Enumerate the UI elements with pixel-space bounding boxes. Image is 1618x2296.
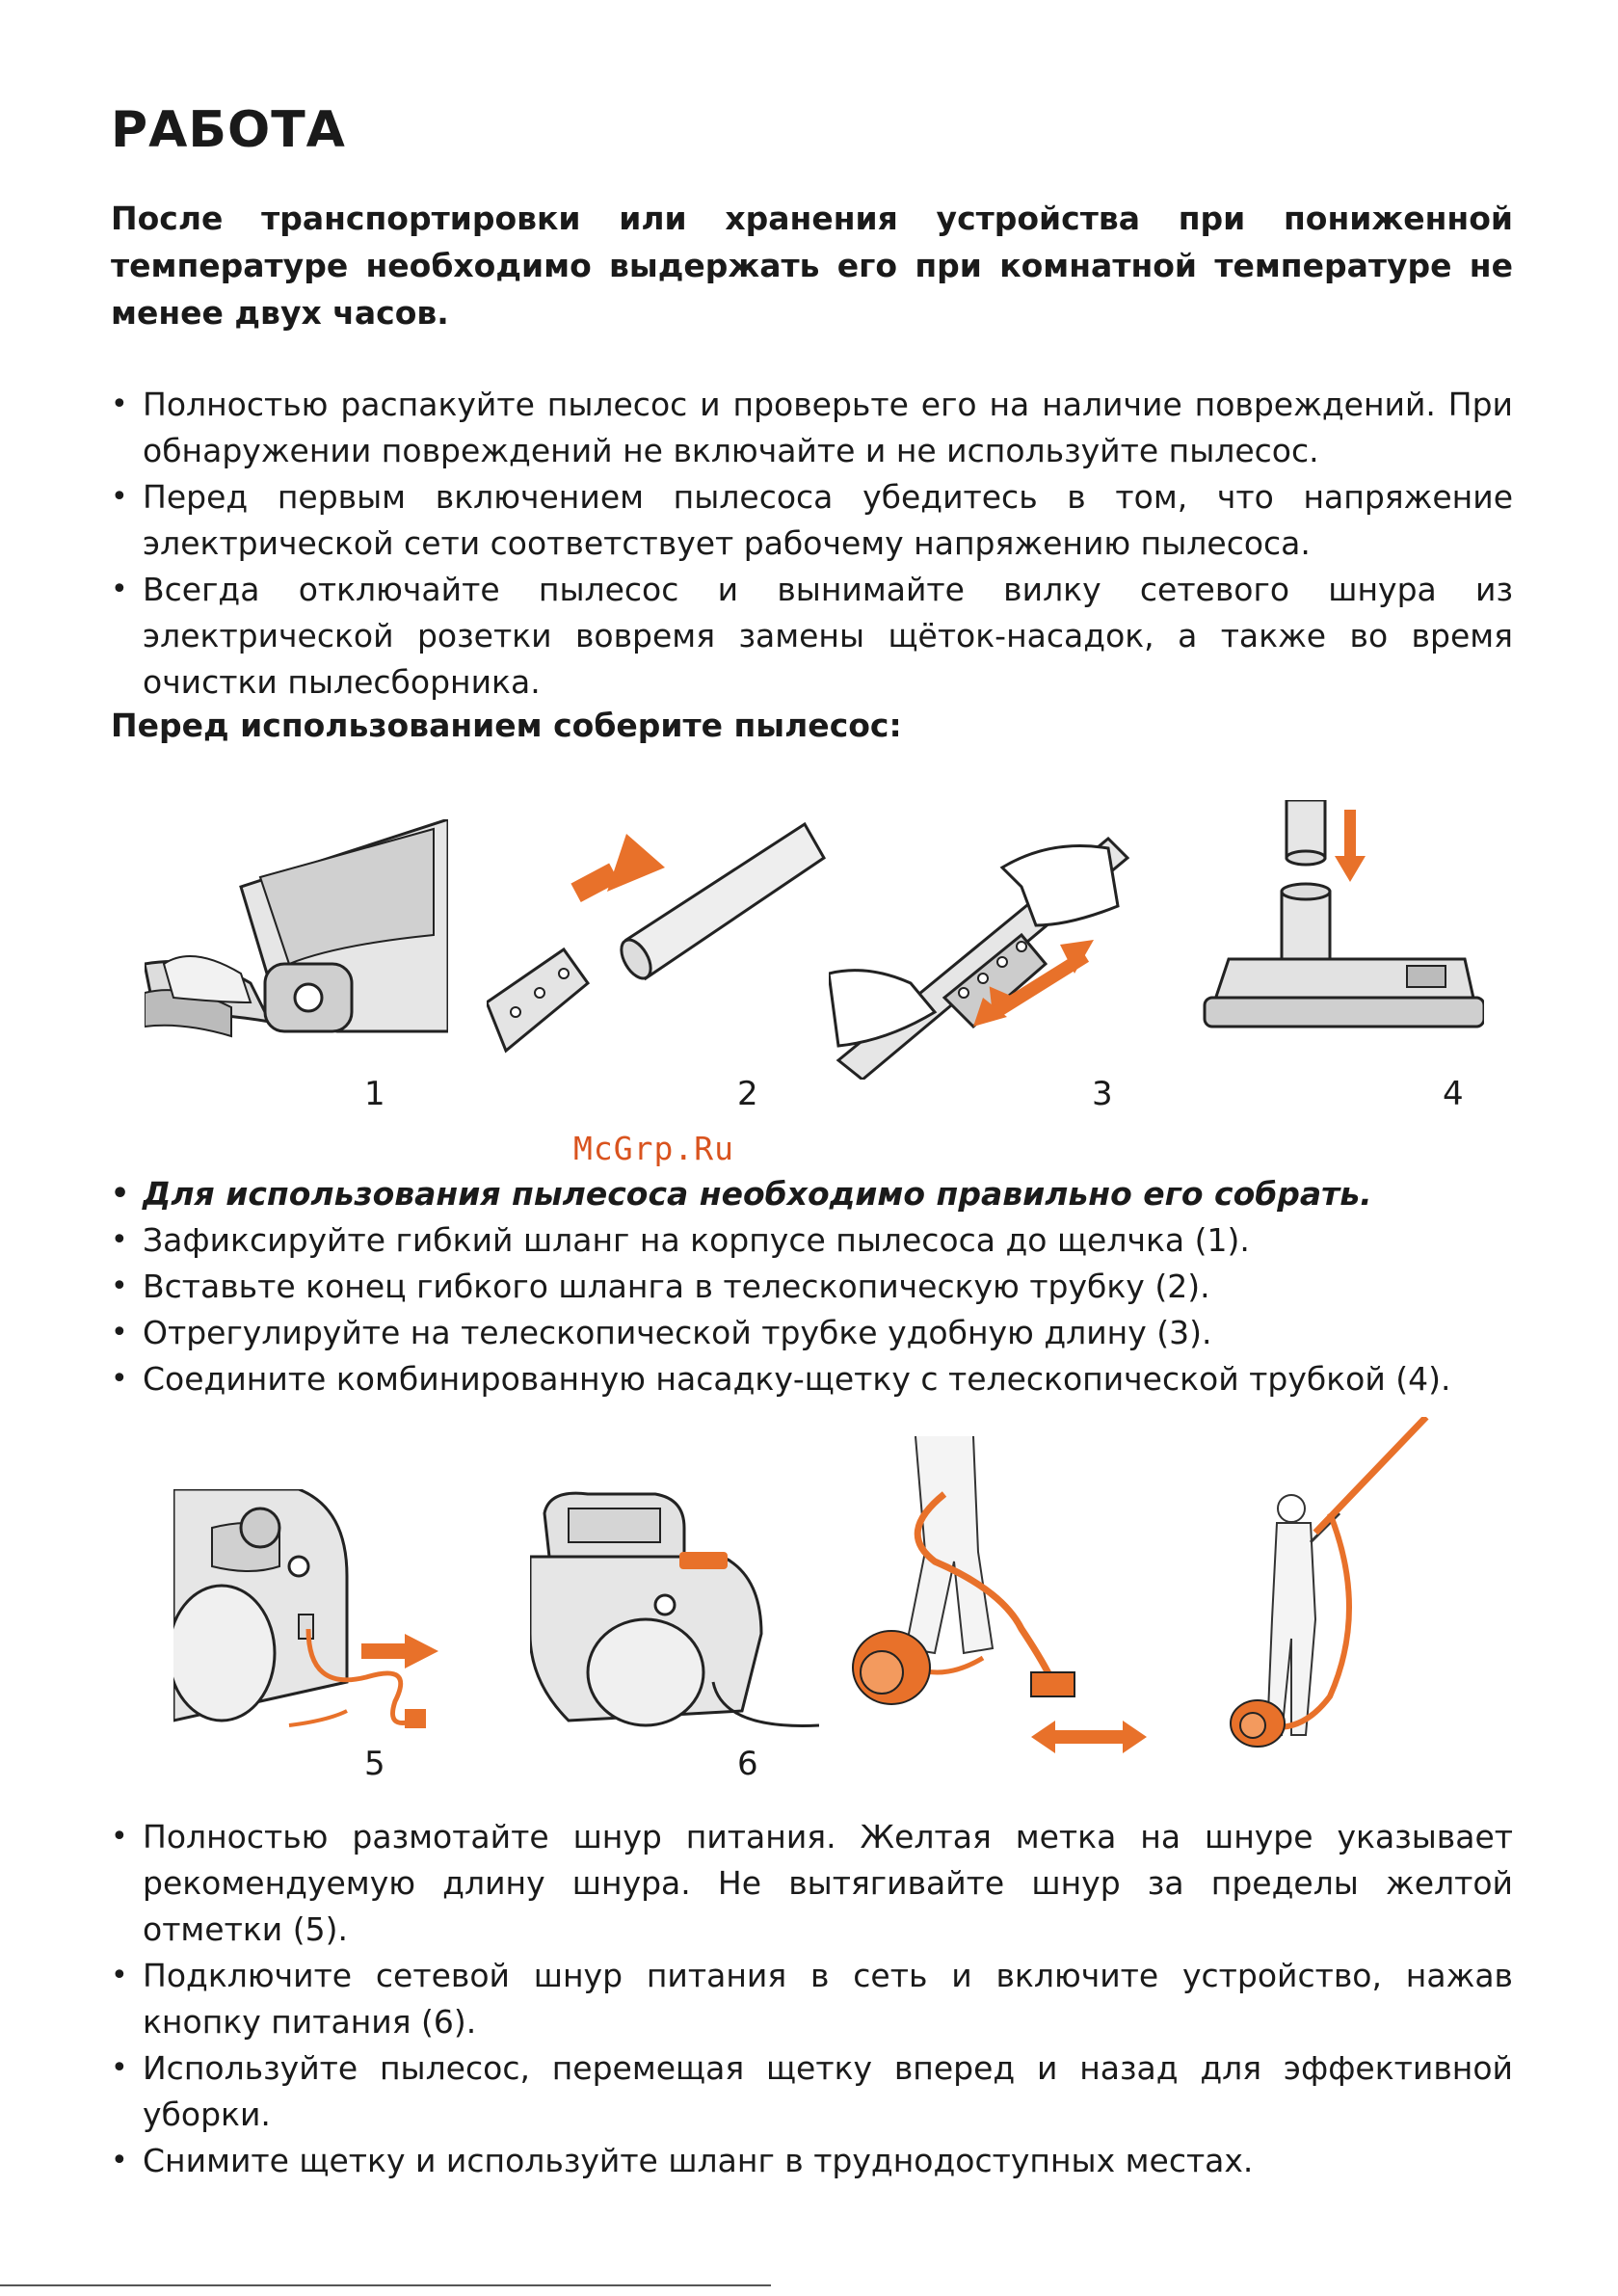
- list-item: Используйте пылесос, перемещая щетку впе…: [111, 2045, 1513, 2138]
- assembly-list: Для использования пылесоса необходимо пр…: [111, 1171, 1513, 1402]
- figure-6-power-button: [530, 1491, 819, 1727]
- list-item: Вставьте конец гибкого шланга в телескоп…: [111, 1264, 1513, 1310]
- list-item: Отрегулируйте на телескопической трубке …: [111, 1310, 1513, 1356]
- figure-4-brush-to-tube: [1203, 800, 1484, 1028]
- list-item: Перед первым включением пылесоса убедите…: [111, 474, 1513, 567]
- figure-5-unwind-cord: [173, 1489, 438, 1728]
- page-title: РАБОТА: [111, 101, 346, 159]
- figure-number-5: 5: [364, 1745, 385, 1783]
- list-item: Снимите щетку и используйте шланг в труд…: [111, 2138, 1513, 2184]
- figure-7-floor-cleaning: [852, 1436, 1147, 1753]
- figure-3-adjust-tube: [829, 836, 1130, 1080]
- figure-number-2: 2: [737, 1075, 758, 1113]
- list-item: Полностью размотайте шнур питания. Желта…: [111, 1814, 1513, 1953]
- usage-list: Полностью размотайте шнур питания. Желта…: [111, 1814, 1513, 2184]
- list-item: Полностью распакуйте пылесос и проверьте…: [111, 382, 1513, 474]
- list-item: Соедините комбинированную насадку-щетку …: [111, 1356, 1513, 1402]
- figure-number-6: 6: [737, 1745, 758, 1783]
- figure-number-4: 4: [1443, 1075, 1464, 1113]
- list-item: Всегда отключайте пылесос и вынимайте ви…: [111, 567, 1513, 706]
- list-item-emphasis: Для использования пылесоса необходимо пр…: [111, 1171, 1513, 1217]
- figure-8-hose-cleaning: [1230, 1417, 1429, 1748]
- figure-number-3: 3: [1092, 1075, 1113, 1113]
- list-item: Подключите сетевой шнур питания в сеть и…: [111, 1953, 1513, 2045]
- intro-list: Полностью распакуйте пылесос и проверьте…: [111, 382, 1513, 706]
- list-item: Зафиксируйте гибкий шланг на корпусе пыл…: [111, 1217, 1513, 1264]
- figure-2-hose-into-tube: [487, 821, 826, 1054]
- watermark: McGrp.Ru: [573, 1130, 734, 1167]
- figure-number-1: 1: [364, 1075, 385, 1113]
- footer-divider: [0, 2284, 771, 2286]
- figure-1-hose-to-body: [145, 819, 448, 1038]
- storage-warning: После транспортировки или хранения устро…: [111, 200, 1513, 332]
- assembly-heading: Перед использованием соберите пылесос:: [111, 707, 902, 744]
